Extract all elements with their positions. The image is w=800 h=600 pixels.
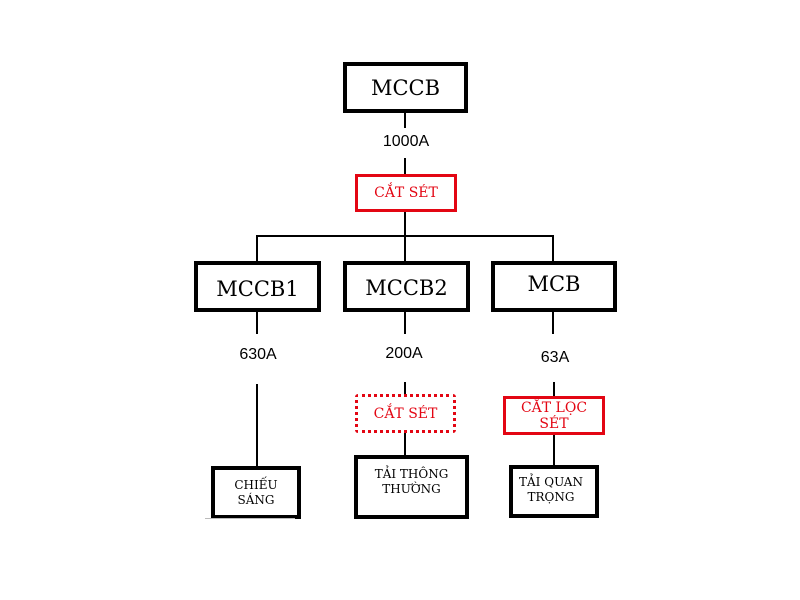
main-surge-protector-box: CẮT SÉT (355, 174, 457, 212)
connector-63a-to-filter-spd (553, 382, 555, 396)
connector-rating-to-spd (404, 158, 406, 174)
connector-bus-to-mcb (552, 235, 554, 261)
branch-rating-mccb1: 630A (239, 346, 277, 363)
connector-mccb2-down (404, 311, 406, 334)
load-critical-label-line2: TRỌNG (527, 489, 575, 504)
branch-surge-protector-mccb2-box: CẮT SÉT (355, 394, 456, 433)
load-critical-box: TẢI QUAN TRỌNG (509, 465, 599, 518)
connector-spd-to-normal-load (404, 432, 406, 456)
connector-filter-spd-to-critical-load (553, 434, 555, 466)
connector-200a-to-spd (404, 382, 406, 394)
branch-rating-mcb: 63A (540, 349, 570, 366)
main-breaker-rating: 1000A (382, 133, 430, 150)
branch-breaker-mcb-box: MCB (491, 261, 617, 312)
branch-breaker-mccb1-box: MCCB1 (194, 261, 321, 312)
load-normal-box: TẢI THÔNG THƯỜNG (354, 455, 469, 519)
ground-line (205, 518, 295, 519)
load-normal-label-line1: TẢI THÔNG (374, 467, 449, 481)
branch-breaker-mccb1-label: MCCB1 (216, 276, 299, 301)
load-critical-label-line1: TẢI QUAN (519, 474, 583, 489)
load-lighting-label: CHIẾU SÁNG (234, 477, 278, 507)
connector-mccb1-down (256, 311, 258, 334)
main-breaker-label: MCCB (370, 75, 441, 100)
branch-breaker-mccb2-box: MCCB2 (343, 261, 470, 312)
branch-rating-mccb2: 200A (385, 345, 423, 362)
load-normal-label-line2: THƯỜNG (382, 482, 441, 496)
connector-mcb-down (552, 311, 554, 334)
connector-630a-to-lighting (256, 384, 258, 467)
branch-breaker-mcb-label: MCB (527, 271, 581, 296)
connector-bus-to-mccb1 (256, 235, 258, 261)
branch-surge-filter-mcb-label: CẮT LỌC SÉT (520, 399, 588, 432)
load-lighting-box: CHIẾU SÁNG (211, 466, 301, 519)
distribution-bus (256, 235, 554, 237)
connector-main-to-rating (404, 112, 406, 128)
branch-surge-protector-mccb2-label: CẮT SÉT (373, 405, 438, 422)
branch-breaker-mccb2-label: MCCB2 (365, 275, 448, 300)
main-breaker-box: MCCB (343, 62, 468, 113)
main-surge-protector-label: CẮT SÉT (374, 185, 438, 201)
branch-surge-filter-mcb-box: CẮT LỌC SÉT (503, 396, 605, 435)
